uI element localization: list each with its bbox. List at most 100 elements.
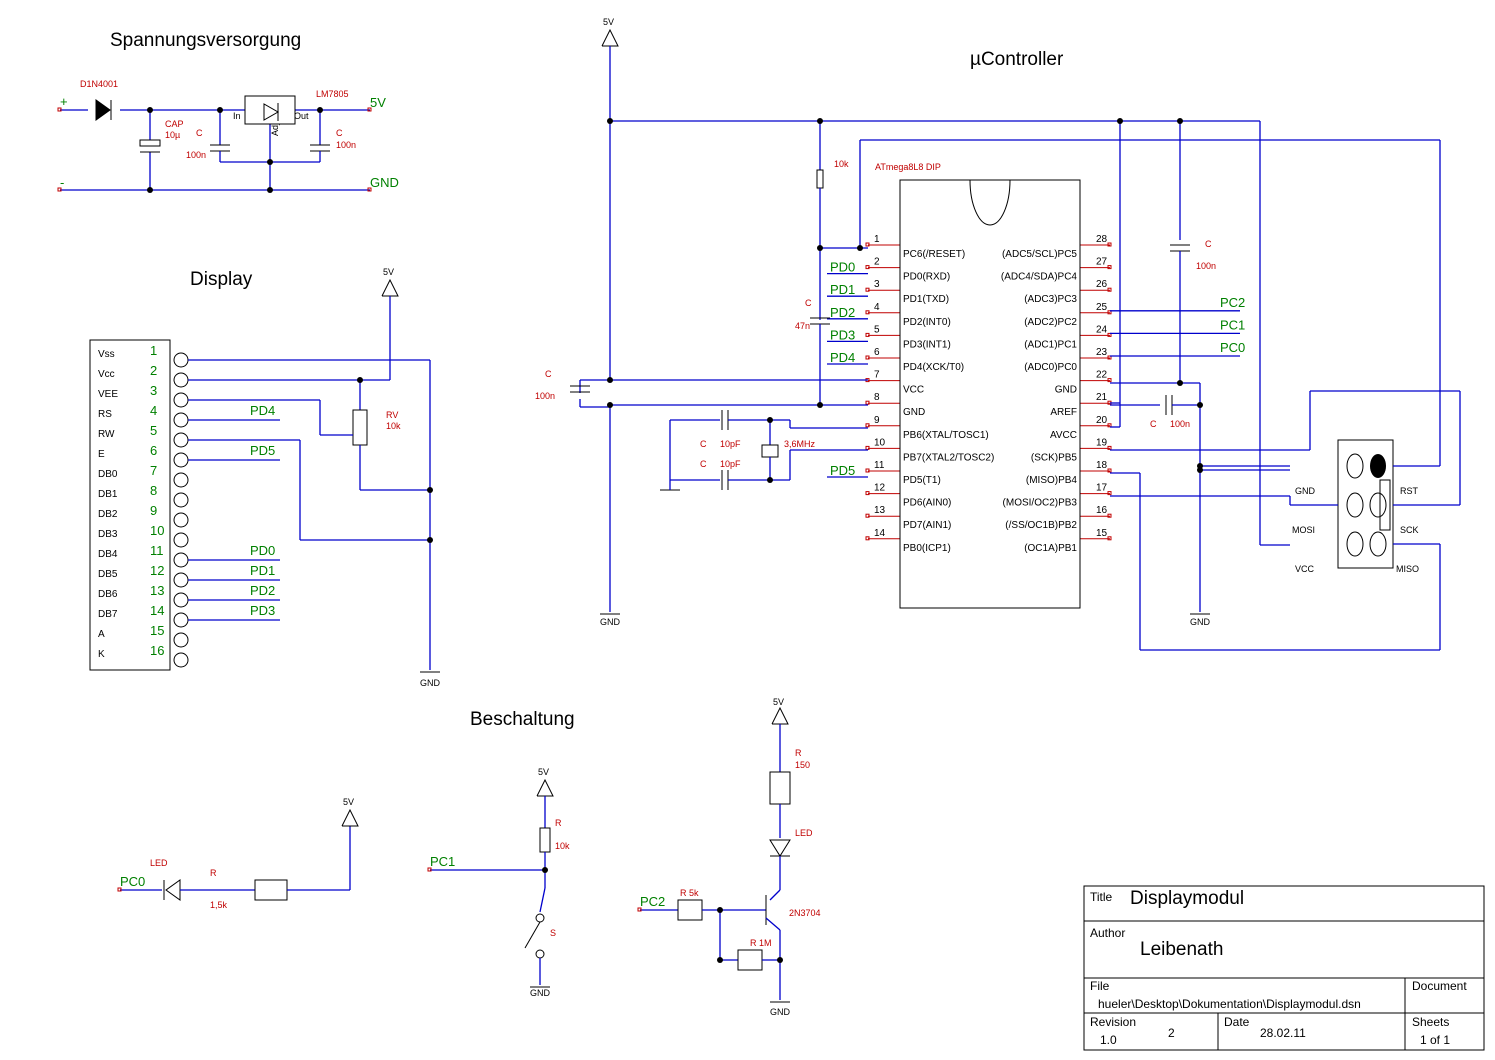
mcu-pin-number: 18: [1096, 460, 1108, 471]
cap-value: 10µ: [165, 130, 180, 140]
mcu-pin-number: 4: [874, 302, 880, 313]
junction-dot: [1177, 118, 1183, 124]
junction-dot: [717, 957, 723, 963]
resistor-symbol: [677, 899, 703, 921]
cx1-value: 10pF: [720, 439, 741, 449]
mcu-pin-terminal: [1107, 513, 1112, 518]
display-pin-socket: [173, 392, 189, 408]
mcu-pin-name: PD6(AIN0): [903, 498, 951, 509]
mcu-pin-terminal: [865, 423, 870, 428]
power-supply-section: + - D1N4001 LM7805 CAP 10µ C 100n C 100n…: [60, 79, 399, 190]
mcu-pin-number: 7: [874, 370, 880, 381]
tb-author: Leibenath: [1140, 939, 1223, 960]
mcu-pin-terminal: [865, 287, 870, 292]
led-symbol: [769, 839, 791, 857]
mcu-pin-terminal: [865, 242, 870, 247]
pin-terminal: [57, 107, 62, 112]
display-net-label: PD5: [250, 443, 275, 458]
power-plus-label: +: [60, 94, 68, 109]
mcu-pin-number: 27: [1096, 257, 1108, 268]
switch-contact: [535, 913, 545, 923]
junction-dot: [1177, 380, 1183, 386]
display-pin-socket: [173, 452, 189, 468]
tb-author-label: Author: [1090, 926, 1125, 940]
q-label: 2N3704: [789, 908, 821, 918]
pullup-label: 10k: [834, 159, 849, 169]
mcu-pin-terminal: [865, 536, 870, 541]
isp-rst-label: RST: [1400, 486, 1419, 496]
display-pin-number: 4: [150, 403, 157, 418]
transistor-gnd: GND: [770, 1007, 791, 1017]
display-pin-label: RW: [98, 429, 115, 440]
junction-dot: [767, 417, 773, 423]
isp-pin: [1346, 492, 1364, 518]
display-pin-number: 9: [150, 503, 157, 518]
mcu-pin-number: 28: [1096, 234, 1108, 245]
pot-ref: RV: [386, 410, 398, 420]
isp-pin: [1370, 454, 1386, 478]
c100-aref-ref: C: [1150, 419, 1157, 429]
mcu-pin-number: 26: [1096, 279, 1108, 290]
junction-dot: [607, 402, 613, 408]
mcu-pin-number: 3: [874, 279, 880, 290]
display-pin-socket: [173, 592, 189, 608]
junction-dot: [777, 957, 783, 963]
isp-pin: [1346, 531, 1364, 557]
mcu-vcc-arrow: [601, 28, 619, 47]
switch-lever: [524, 921, 541, 949]
mcu-net-label: PD5: [830, 463, 855, 478]
mcu-pin-name: GND: [1055, 385, 1077, 396]
display-pin-label: DB6: [98, 589, 118, 600]
display-pin-number: 7: [150, 463, 157, 478]
display-pin-socket: [173, 512, 189, 528]
led1-r-ref: R: [210, 868, 217, 878]
mcu-pin-number: 20: [1096, 415, 1108, 426]
mcu-pin-name: PD7(AIN1): [903, 520, 951, 531]
cap-ref: CAP: [165, 119, 184, 129]
display-pin-number: 2: [150, 363, 157, 378]
junction-dot: [357, 377, 363, 383]
mcu-pin-terminal: [865, 310, 870, 315]
mcu-pin-number: 10: [874, 437, 886, 448]
switch-contact: [535, 949, 545, 959]
mcu-pin-terminal: [1107, 445, 1112, 450]
mcu-pin-name: PD1(TXD): [903, 294, 949, 305]
pin-terminal: [367, 107, 372, 112]
display-pin-socket: [173, 552, 189, 568]
display-pin-number: 1: [150, 343, 157, 358]
potentiometer-symbol: [352, 409, 368, 446]
pin-terminal: [637, 907, 642, 912]
crystal-label: 3,6MHz: [784, 439, 816, 449]
display-net-label: PD2: [250, 583, 275, 598]
button-net: PC1: [430, 854, 455, 869]
junction-dot: [1197, 467, 1203, 473]
display-vcc-label: 5V: [383, 267, 394, 277]
junction-dot: [857, 245, 863, 251]
mcu-pin-name: (SCK)PB5: [1031, 452, 1078, 463]
display-pin-label: DB1: [98, 489, 118, 500]
tb-revision: 1.0: [1100, 1033, 1117, 1047]
tb-file: hueler\Desktop\Dokumentation\Displaymodu…: [1098, 997, 1361, 1011]
mcu-net-label: PC2: [1220, 295, 1245, 310]
c47-ref: C: [805, 298, 812, 308]
reg-in-pin: In: [233, 111, 241, 121]
power-gnd-net: GND: [370, 175, 399, 190]
mcu-pin-name: (ADC2)PC2: [1024, 317, 1077, 328]
pin-terminal: [117, 887, 122, 892]
c1-ref: C: [196, 128, 203, 138]
isp-pin: [1369, 531, 1387, 557]
cx2-value: 10pF: [720, 459, 741, 469]
mcu-pin-number: 13: [874, 505, 886, 516]
display-pin-number: 15: [150, 623, 164, 638]
display-pin-label: E: [98, 449, 105, 460]
mcu-pin-number: 17: [1096, 483, 1108, 494]
mcu-pin-number: 21: [1096, 392, 1108, 403]
mcu-pin-number: 25: [1096, 302, 1108, 313]
mcu-notch: [969, 179, 1011, 226]
isp-mosi-label: MOSI: [1292, 525, 1315, 535]
display-pin-label: DB2: [98, 509, 118, 520]
isp-pin: [1346, 453, 1364, 479]
rc-ref: R: [795, 748, 802, 758]
mcu-pin-terminal: [1107, 287, 1112, 292]
